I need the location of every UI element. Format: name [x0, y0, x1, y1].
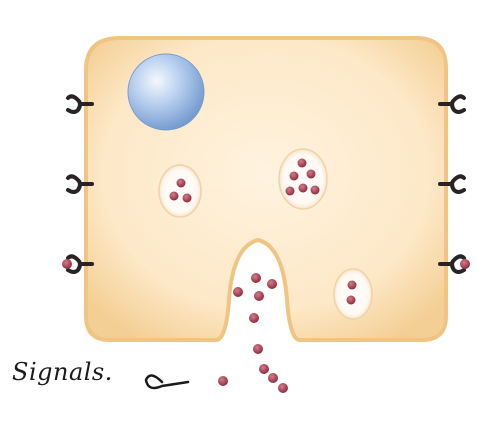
signal-molecule-icon [268, 373, 278, 383]
signal-molecule-icon [299, 184, 308, 193]
signal-molecule-icon [307, 170, 316, 179]
vesicle [334, 269, 372, 319]
signal-molecule-icon [251, 273, 261, 283]
signal-molecule-icon [347, 296, 356, 305]
vesicle [279, 149, 327, 209]
signal-molecule-icon [267, 279, 277, 289]
signal-molecule-icon [218, 376, 228, 386]
bound-signal-molecule-icon [460, 259, 470, 269]
signal-molecule-icon [290, 172, 299, 181]
signal-molecule-icon [254, 291, 264, 301]
signal-molecule-icon [170, 192, 179, 201]
signal-molecule-icon [253, 344, 263, 354]
signal-molecule-icon [249, 313, 259, 323]
signal-legend-icon [146, 375, 188, 388]
vesicle [159, 165, 201, 217]
bound-signal-molecule-icon [62, 259, 72, 269]
signal-molecule-icon [183, 194, 192, 203]
signal-molecule-icon [177, 179, 186, 188]
signal-molecule-icon [348, 281, 357, 290]
signals-annotation: Signals. [12, 358, 113, 386]
signal-molecule-icon [298, 159, 307, 168]
signal-molecule-icon [278, 383, 288, 393]
signal-molecule-icon [286, 187, 295, 196]
nucleus [128, 54, 204, 130]
signal-molecule-icon [233, 287, 243, 297]
signal-molecule-icon [311, 186, 320, 195]
signal-molecule-icon [259, 364, 269, 374]
